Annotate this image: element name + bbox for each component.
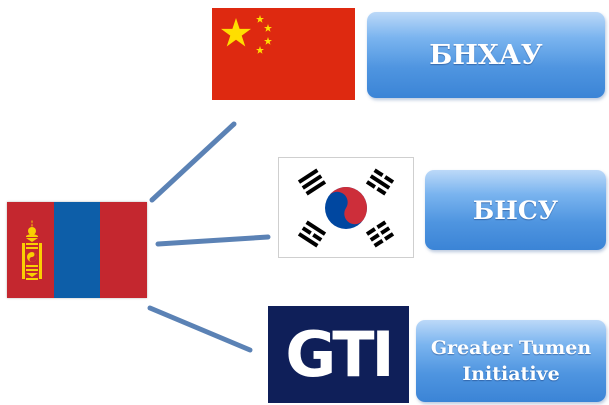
gti-logo: GTI [268, 306, 409, 403]
mongolia-flag-icon [7, 202, 148, 298]
south-korea-flag-icon [278, 157, 414, 258]
mongolia-flag-red-left [7, 202, 54, 298]
gti-label-line1: Greater Tumen [430, 337, 592, 359]
taegeuk-icon [297, 168, 395, 248]
soyombo-icon [22, 220, 42, 280]
gti-label-line2: Initiative [462, 363, 560, 385]
korea-label: БНСУ [472, 195, 559, 225]
connector-china [149, 121, 237, 203]
connector-korea [155, 234, 271, 247]
connector-gti [147, 305, 253, 353]
china-flag-stars [221, 15, 272, 54]
korea-label-box: БНСУ [425, 170, 606, 250]
gti-label-box: Greater Tumen Initiative [416, 320, 606, 402]
china-flag-icon [212, 8, 355, 100]
mongolia-flag-red-right [100, 202, 148, 298]
gti-logo-text: GTI [285, 318, 394, 391]
china-label: БНХАУ [429, 39, 543, 71]
mongolia-flag-blue-center [53, 202, 101, 298]
china-label-box: БНХАУ [367, 12, 605, 98]
